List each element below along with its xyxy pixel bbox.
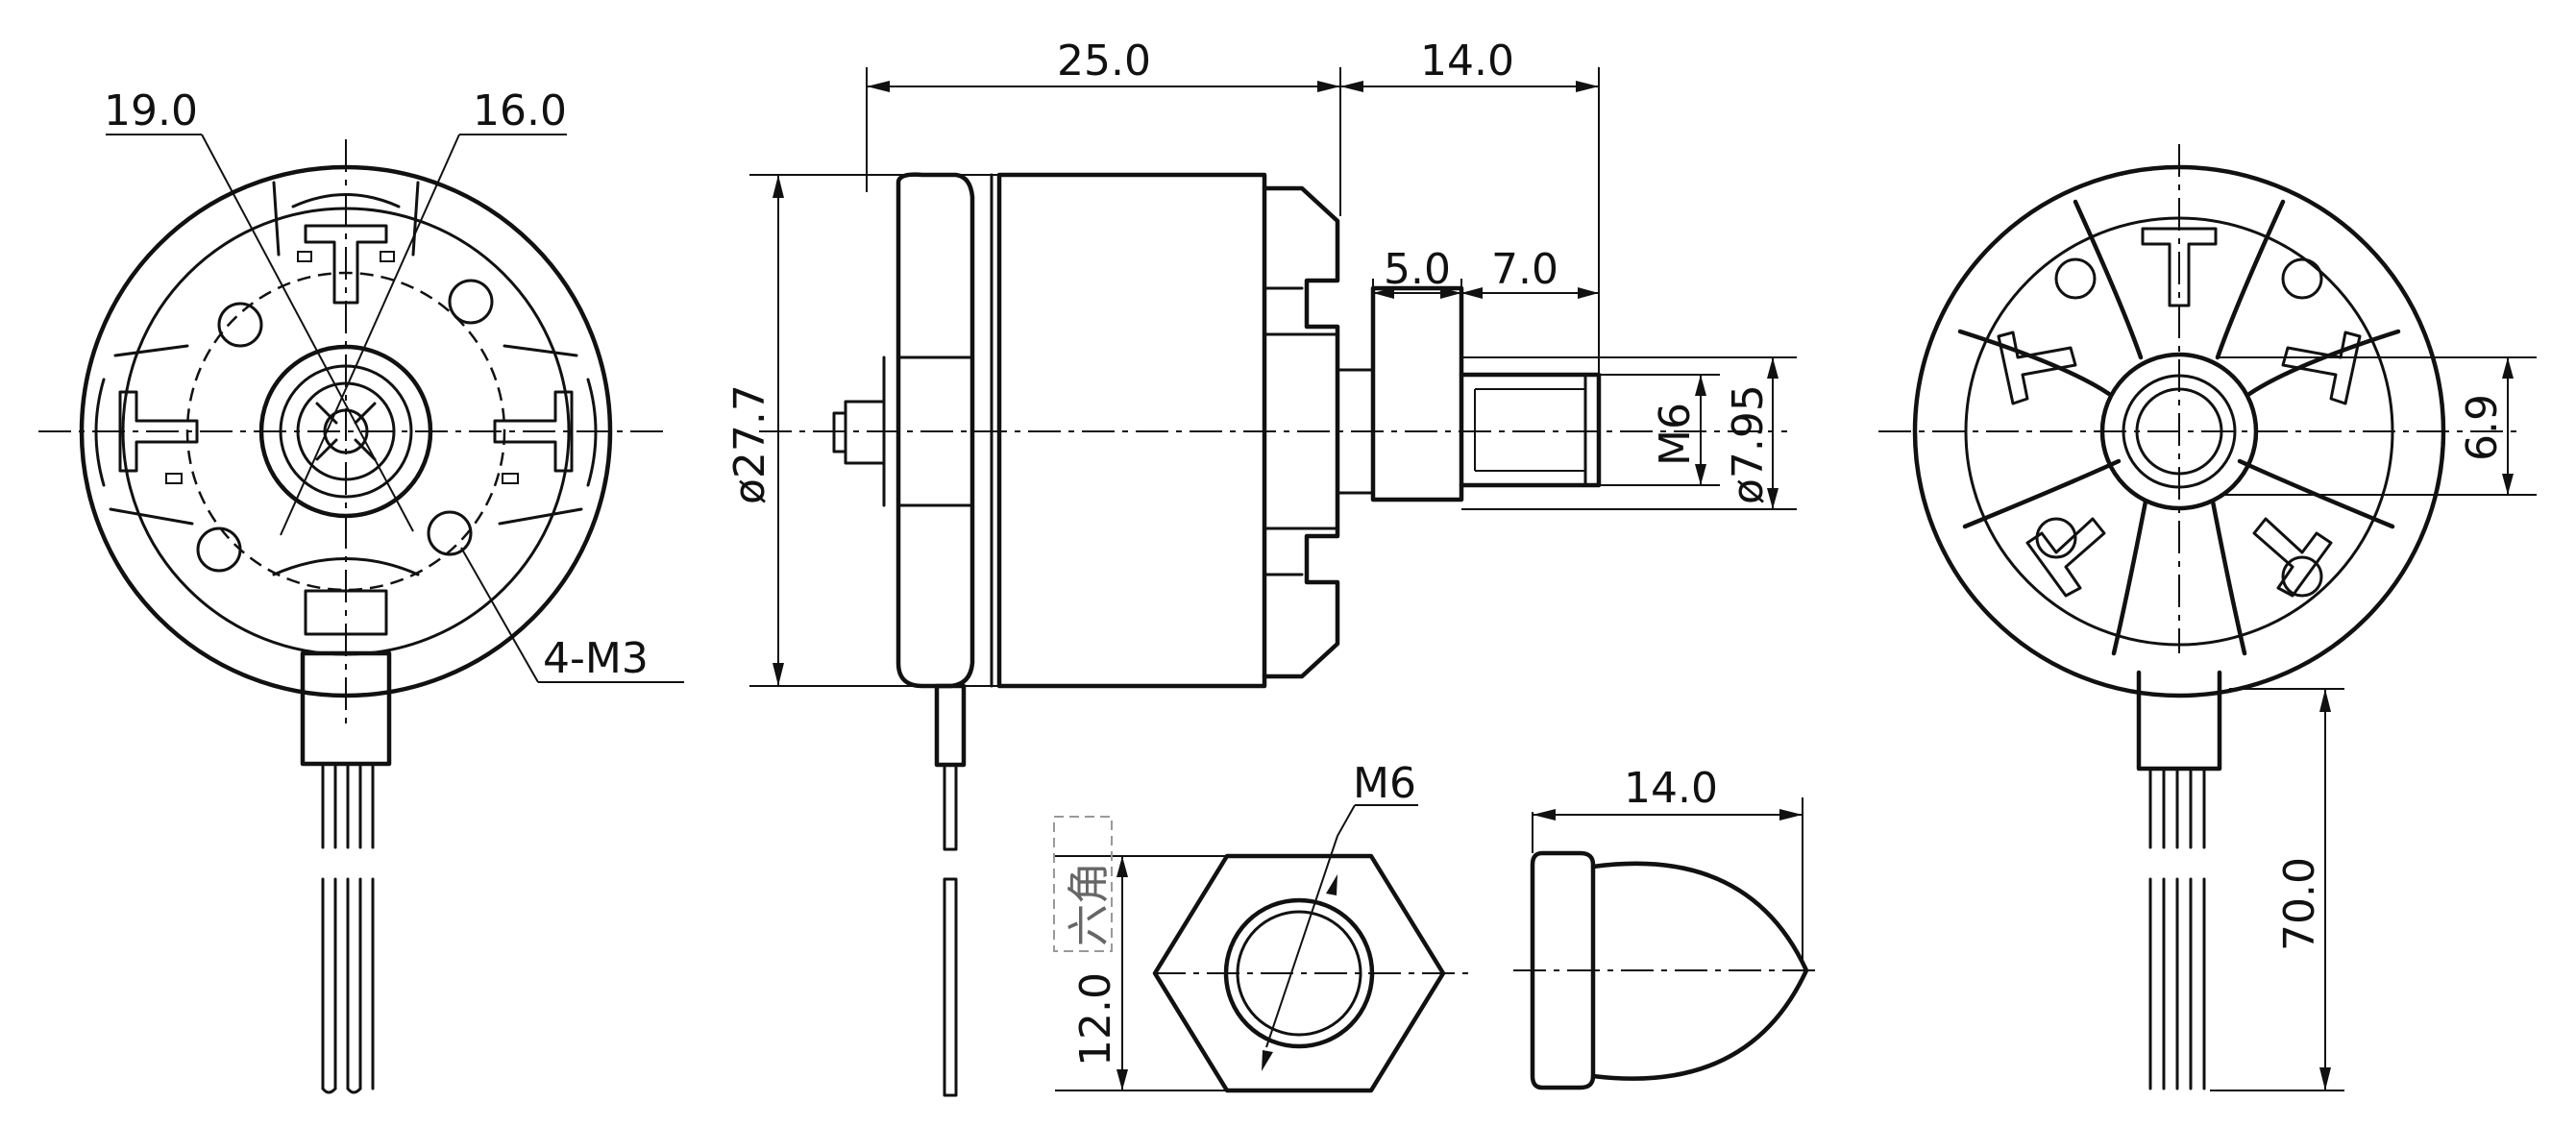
front-view bbox=[38, 134, 684, 1094]
shaft-length-label: 14.0 bbox=[1420, 37, 1514, 86]
spinner-view-labels: 14.0 bbox=[1624, 764, 1718, 813]
spinner-length-label: 14.0 bbox=[1624, 764, 1718, 813]
lead-length-label: 70.0 bbox=[2275, 857, 2324, 951]
rear-view bbox=[1878, 144, 2537, 1091]
front-dim-16: 16.0 bbox=[473, 86, 567, 135]
front-view-labels: 19.0 16.0 4-M3 bbox=[104, 86, 649, 683]
spinner-view bbox=[1513, 797, 1821, 1090]
shaft-step-b-label: 7.0 bbox=[1491, 245, 1558, 294]
nut-thread-label: M6 bbox=[1353, 759, 1416, 808]
shaft-diameter-label: ø7.95 bbox=[1724, 384, 1773, 504]
body-diameter-label: ø27.7 bbox=[725, 384, 774, 504]
body-length-label: 25.0 bbox=[1057, 37, 1151, 86]
side-view-labels: 25.0 14.0 5.0 7.0 ø27.7 M6 ø7.95 bbox=[725, 37, 1773, 504]
nut-note: 六角 bbox=[1065, 862, 1114, 946]
shaft-step-a-label: 5.0 bbox=[1384, 245, 1451, 294]
nut-width-label: 12.0 bbox=[1071, 972, 1120, 1066]
bore-label: 6.9 bbox=[2458, 394, 2507, 461]
thread-label: M6 bbox=[1651, 403, 1700, 466]
front-dim-19: 19.0 bbox=[104, 86, 198, 135]
mount-holes-label: 4-M3 bbox=[543, 634, 649, 683]
side-view bbox=[749, 67, 1797, 1097]
rear-view-labels: 6.9 70.0 bbox=[2275, 394, 2507, 951]
nut-view-labels: M6 12.0 六角 bbox=[1065, 759, 1416, 1066]
nut-view bbox=[1053, 804, 1470, 1093]
